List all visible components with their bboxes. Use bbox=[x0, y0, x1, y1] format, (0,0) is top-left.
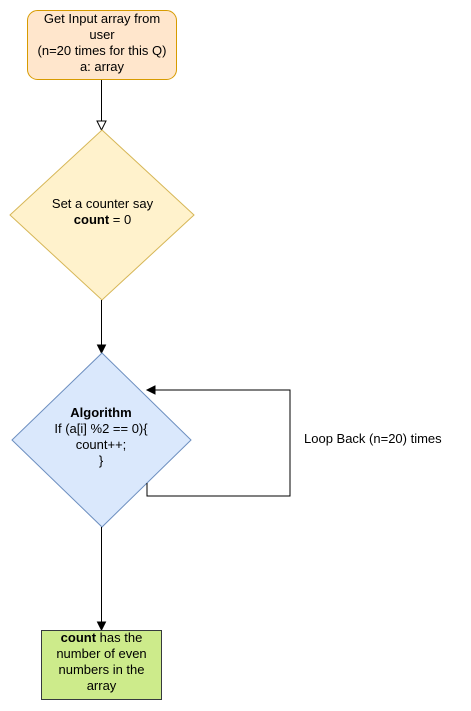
filled-arrowhead bbox=[96, 344, 107, 355]
result-line-1: count has the bbox=[42, 630, 161, 646]
counter-diamond-text: Set a counter say count = 0 bbox=[30, 196, 175, 228]
loop-back-connector bbox=[146, 389, 291, 497]
result-line-2: number of even bbox=[56, 646, 147, 661]
start-box-text: Get Input array from user (n=20 times fo… bbox=[28, 11, 176, 75]
open-arrowhead bbox=[96, 120, 107, 132]
result-variable: count bbox=[60, 630, 97, 645]
filled-arrowhead bbox=[145, 385, 156, 395]
counter-line-1: Set a counter say bbox=[51, 196, 154, 211]
counter-assignment: = 0 bbox=[109, 212, 132, 227]
counter-line-2: count = 0 bbox=[30, 212, 175, 228]
start-box[interactable] bbox=[27, 10, 177, 80]
start-line-2: user bbox=[89, 27, 115, 42]
counter-variable: count bbox=[73, 212, 110, 227]
start-line-1: Get Input array from bbox=[43, 11, 161, 26]
algorithm-diamond-text: Algorithm If (a[i] %2 == 0){ count++; } bbox=[26, 405, 176, 469]
algorithm-title: Algorithm bbox=[70, 405, 132, 420]
filled-arrowhead bbox=[96, 621, 107, 632]
result-box-text: count has the number of even numbers in … bbox=[42, 630, 161, 694]
result-line-3: numbers in the bbox=[58, 662, 145, 677]
start-line-4: a: array bbox=[79, 59, 125, 74]
algorithm-line-1: If (a[i] %2 == 0){ bbox=[54, 421, 148, 436]
result-box[interactable] bbox=[41, 630, 162, 700]
result-line-4: array bbox=[86, 678, 117, 693]
result-line-1-rest: has the bbox=[96, 630, 143, 645]
start-line-3: (n=20 times for this Q) bbox=[37, 43, 167, 58]
algorithm-line-3: } bbox=[98, 453, 104, 468]
loop-back-label: Loop Back (n=20) times bbox=[304, 431, 442, 446]
algorithm-line-2: count++; bbox=[75, 437, 127, 452]
